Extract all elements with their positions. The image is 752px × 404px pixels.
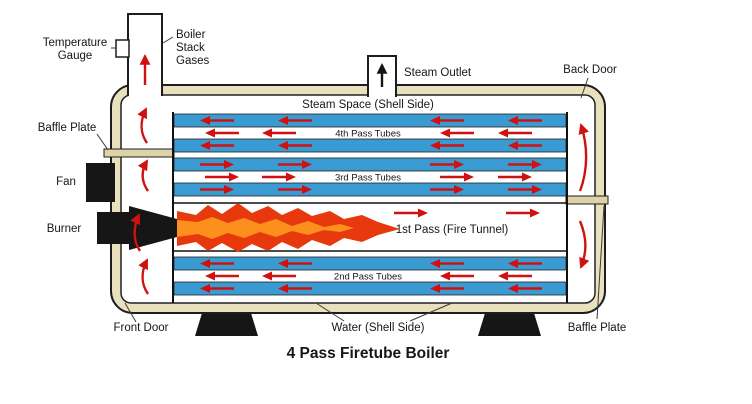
temperature-gauge-body [115,39,130,58]
label-burner: Burner [47,223,82,235]
leader-water-left [315,302,345,322]
fan-body [86,163,115,202]
label-pass-1: 1st Pass (Fire Tunnel) [396,224,509,236]
label-boiler-stack-line2: Stack [176,42,205,54]
turn-arrow-up [137,107,149,144]
label-boiler-stack-line3: Gases [176,55,209,67]
label-baffle-plate-left: Baffle Plate [38,122,97,134]
front-chamber-arrows [130,53,151,295]
leader-baffle-left [96,133,109,151]
leader-back-door [580,77,589,99]
leader-lines [96,36,605,323]
turn-arrow-up [578,123,589,192]
label-fan: Fan [56,176,76,188]
label-temperature-gauge-line1: Temperature [43,37,108,49]
turn-arrow-up [138,258,150,295]
label-steam-space: Steam Space (Shell Side) [302,99,434,111]
label-pass-4: 4th Pass Tubes [335,129,401,140]
leader-baffle-right [596,205,605,320]
label-front-door: Front Door [114,322,169,334]
label-pass-2: 2nd Pass Tubes [334,272,402,283]
back-chamber-arrows [578,123,590,269]
burner-body [97,212,129,244]
label-water-shell-side: Water (Shell Side) [332,322,425,334]
label-steam-outlet: Steam Outlet [404,67,472,79]
turn-arrow-down [578,220,590,269]
burner-nozzle [129,206,177,250]
label-pass-3: 3rd Pass Tubes [335,173,401,184]
diagram-title: 4 Pass Firetube Boiler [287,345,450,362]
label-back-door: Back Door [563,64,617,76]
baffle-plate-right [565,195,609,205]
label-temperature-gauge-line2: Gauge [58,50,93,62]
label-boiler-stack-line1: Boiler [176,29,206,41]
leader-front-door [124,302,137,323]
label-baffle-plate-right: Baffle Plate [568,322,627,334]
turn-arrow-up [130,213,142,252]
flame-inner [177,217,354,239]
leader-stack [162,36,174,44]
turn-arrow-up [137,159,150,192]
baffle-plate-left [103,148,175,158]
leader-water-right [409,302,453,322]
